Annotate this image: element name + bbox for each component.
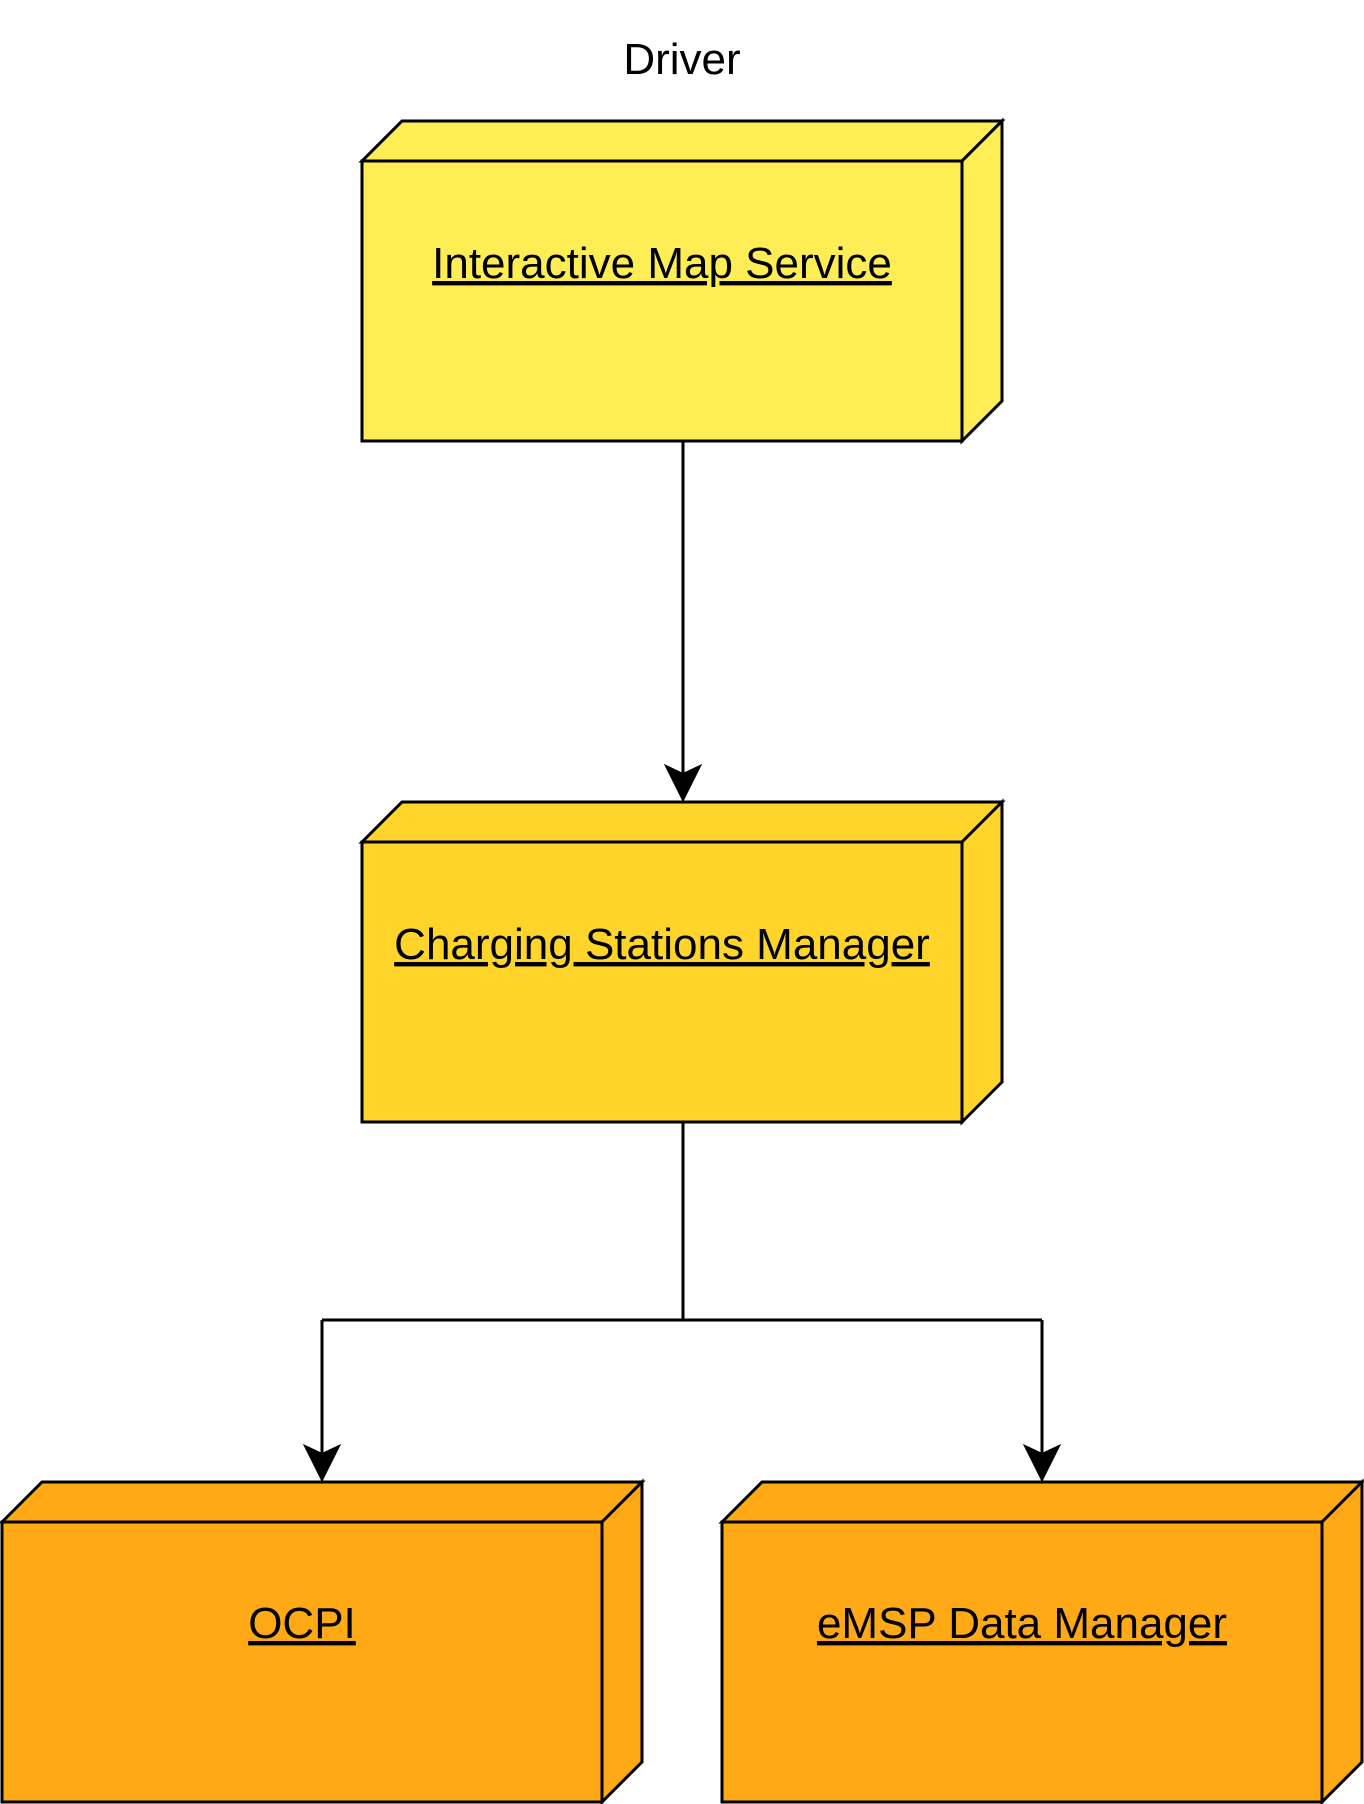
edge-map-to-charging-manager: [663, 441, 703, 803]
node-emsp-data-manager-side-face: [1320, 1478, 1364, 1804]
node-ocpi-top-face: [0, 1480, 646, 1524]
node-ocpi-label: OCPI: [248, 1599, 356, 1648]
diagram-title: Driver: [623, 35, 740, 84]
node-emsp-data-manager[interactable]: eMSP Data Manager: [718, 1478, 1364, 1804]
node-ocpi-side-face: [600, 1478, 644, 1804]
arrowhead-icon: [1022, 1443, 1062, 1483]
node-charging-stations-manager-front-face: [360, 840, 964, 1124]
node-ocpi-front-face: [0, 1520, 604, 1804]
node-emsp-data-manager-front-face: [720, 1520, 1324, 1804]
arrowhead-icon: [302, 1443, 342, 1483]
node-charging-stations-manager-top-face: [358, 800, 1006, 844]
node-interactive-map-service-side-face: [960, 117, 1004, 445]
node-interactive-map-service[interactable]: Interactive Map Service: [358, 117, 1006, 445]
node-interactive-map-service-label: Interactive Map Service: [432, 239, 892, 288]
edge-charging-manager-to-children: [302, 1122, 1062, 1483]
node-emsp-data-manager-label: eMSP Data Manager: [817, 1599, 1227, 1648]
arrowhead-icon: [663, 763, 703, 803]
node-emsp-data-manager-top-face: [718, 1480, 1364, 1524]
node-charging-stations-manager-side-face: [960, 798, 1004, 1126]
node-interactive-map-service-top-face: [358, 119, 1006, 163]
node-ocpi[interactable]: OCPI: [0, 1478, 646, 1804]
node-charging-stations-manager[interactable]: Charging Stations Manager: [358, 798, 1006, 1126]
node-interactive-map-service-front-face: [360, 159, 964, 443]
node-charging-stations-manager-label: Charging Stations Manager: [394, 920, 930, 969]
